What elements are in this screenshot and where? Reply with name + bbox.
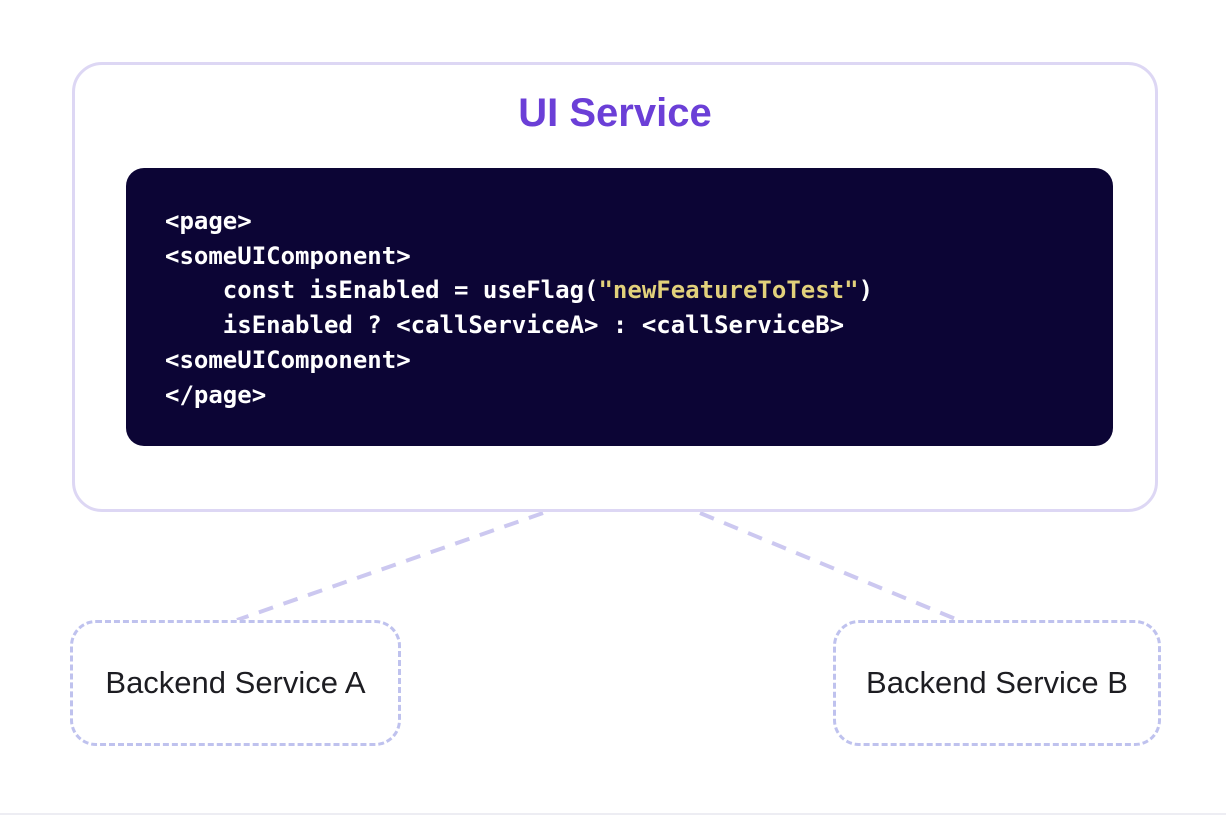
code-line: <page> (165, 204, 1113, 239)
code-text-token: <someUIComponent> (165, 345, 411, 374)
code-text-token: <someUIComponent> (165, 241, 411, 270)
connector-line-to-backend-b (699, 511, 959, 622)
code-text-token: const isEnabled = useFlag( (165, 276, 599, 305)
ui-service-title: UI Service (518, 91, 712, 135)
backend-service-b-node: Backend Service B (833, 620, 1161, 746)
code-line: const isEnabled = useFlag("newFeatureToT… (165, 273, 1113, 308)
code-line: </page> (165, 378, 1113, 413)
code-string-token: "newFeatureToTest" (598, 276, 859, 305)
code-text-token: ) (858, 276, 874, 305)
backend-service-a-node: Backend Service A (70, 620, 401, 746)
code-line: <someUIComponent> (165, 239, 1113, 274)
backend-service-b-label: Backend Service B (866, 665, 1128, 700)
ui-service-node: UI Service <page> <someUIComponent> const… (72, 62, 1158, 512)
code-line: <someUIComponent> (165, 343, 1113, 378)
backend-service-a-label: Backend Service A (105, 665, 366, 700)
code-text-token: isEnabled ? <callServiceA> : <callServic… (165, 311, 845, 340)
code-text-token: <page> (165, 207, 252, 235)
code-line: isEnabled ? <callServiceA> : <callServic… (165, 308, 1113, 343)
code-block: <page> <someUIComponent> const isEnabled … (126, 168, 1113, 446)
code-text-token: </page> (165, 380, 267, 409)
connector-line-to-backend-a (236, 511, 544, 622)
bottom-divider (0, 813, 1226, 815)
